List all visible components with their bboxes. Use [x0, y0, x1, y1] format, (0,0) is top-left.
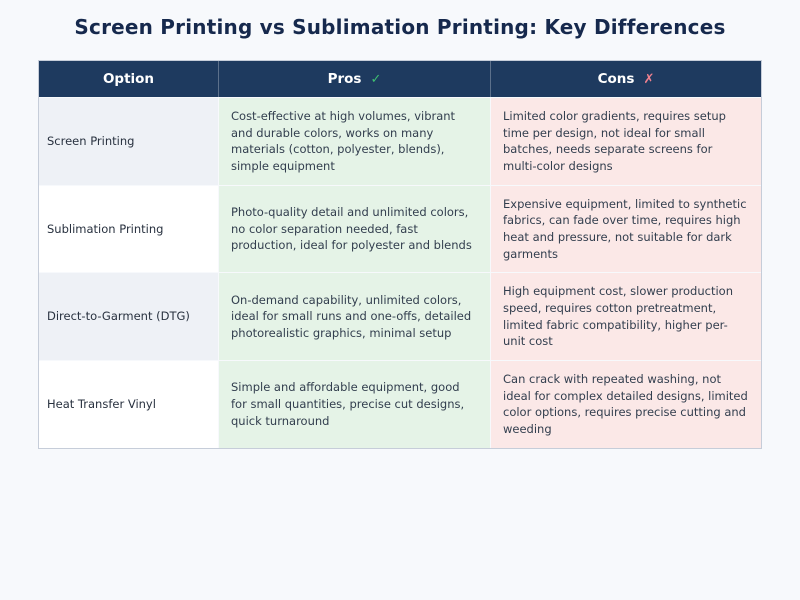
pros-text: Simple and affordable equipment, good fo…	[231, 380, 465, 428]
header-option: Option	[39, 61, 219, 97]
table-row: Heat Transfer Vinyl Simple and affordabl…	[39, 360, 761, 448]
cross-icon: ✗	[643, 71, 655, 87]
pros-cell: Cost-effective at high volumes, vibrant …	[219, 97, 491, 185]
cons-cell: Limited color gradients, requires setup …	[491, 97, 761, 185]
cons-text: Can crack with repeated washing, not ide…	[503, 372, 748, 437]
cons-text: Expensive equipment, limited to syntheti…	[503, 196, 747, 261]
table-row: Sublimation Printing Photo-quality detai…	[39, 184, 761, 273]
option-cell: Sublimation Printing	[39, 184, 219, 273]
option-label: Heat Transfer Vinyl	[47, 397, 156, 412]
pros-cell: On-demand capability, unlimited colors, …	[219, 272, 491, 361]
option-cell: Heat Transfer Vinyl	[39, 360, 219, 448]
header-pros-label: Pros	[327, 71, 362, 87]
check-icon: ✓	[370, 71, 382, 87]
table-row: Direct-to-Garment (DTG) On-demand capabi…	[39, 272, 761, 361]
option-label: Screen Printing	[47, 134, 135, 148]
cons-cell: Can crack with repeated washing, not ide…	[491, 360, 761, 448]
pros-cell: Photo-quality detail and unlimited color…	[219, 184, 491, 273]
pros-cell: Simple and affordable equipment, good fo…	[219, 360, 491, 448]
header-cons: Cons ✗	[491, 61, 761, 97]
pros-text: Cost-effective at high volumes, vibrant …	[231, 109, 456, 174]
page-title: Screen Printing vs Sublimation Printing:…	[74, 15, 726, 39]
cons-text: High equipment cost, slower production s…	[503, 284, 733, 349]
option-label: Direct-to-Garment (DTG)	[47, 309, 190, 324]
pros-text: Photo-quality detail and unlimited color…	[231, 205, 472, 253]
table-row: Screen Printing Cost-effective at high v…	[39, 97, 761, 185]
pros-text: On-demand capability, unlimited colors, …	[231, 292, 472, 341]
header-pros: Pros ✓	[219, 61, 491, 97]
option-cell: Screen Printing	[39, 97, 219, 185]
option-label: Sublimation Printing	[47, 221, 164, 236]
cons-cell: High equipment cost, slower production s…	[491, 272, 761, 361]
cons-text: Limited color gradients, requires setup …	[503, 109, 726, 174]
option-cell: Direct-to-Garment (DTG)	[39, 272, 219, 361]
header-option-label: Option	[102, 71, 155, 87]
table-header-row: Option Pros ✓ Cons ✗	[39, 61, 761, 97]
header-cons-label: Cons	[597, 71, 635, 87]
comparison-table: Option Pros ✓ Cons ✗ Screen Printing Cos…	[38, 60, 762, 449]
cons-cell: Expensive equipment, limited to syntheti…	[491, 184, 761, 273]
